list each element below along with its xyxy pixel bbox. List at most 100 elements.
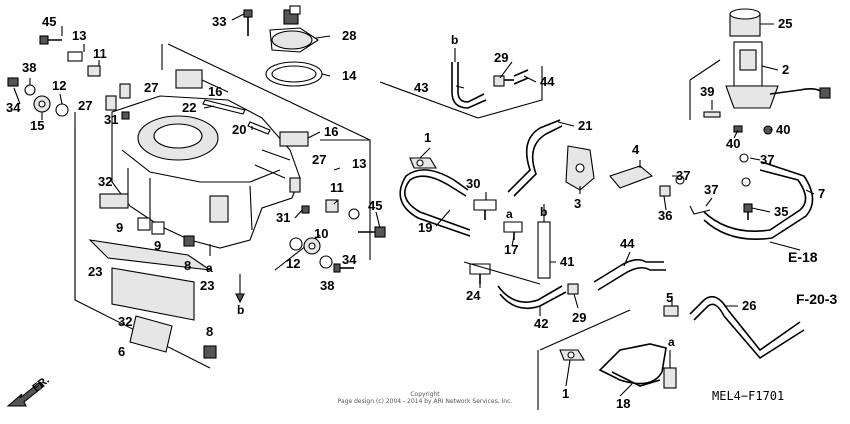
joint-5[interactable] bbox=[663, 305, 679, 317]
hose-44-top[interactable] bbox=[513, 69, 529, 85]
ref-f20-3[interactable]: F-20-3 bbox=[796, 291, 837, 307]
washer-38-left[interactable] bbox=[24, 84, 36, 96]
callout-27b: 27 bbox=[78, 98, 92, 113]
pad-8-lower[interactable] bbox=[203, 345, 217, 359]
callout-34b: 34 bbox=[342, 252, 357, 267]
callout-29b: 29 bbox=[572, 310, 586, 325]
callout-4: 4 bbox=[632, 142, 640, 157]
callout-9b: 9 bbox=[154, 238, 161, 253]
fuel-pump-2[interactable] bbox=[725, 41, 831, 109]
bolt-35[interactable] bbox=[743, 203, 753, 220]
nut-40a[interactable] bbox=[733, 125, 743, 133]
collar-13-left[interactable] bbox=[67, 51, 83, 62]
pad-22[interactable] bbox=[202, 99, 246, 115]
rubber-31a[interactable] bbox=[121, 111, 130, 120]
rubber-27b[interactable] bbox=[105, 95, 117, 111]
bolt-45-right[interactable] bbox=[358, 226, 386, 238]
oring-37b[interactable] bbox=[741, 177, 751, 187]
callout-1a: 1 bbox=[424, 130, 431, 145]
joint-17[interactable] bbox=[503, 221, 523, 240]
callout-22: 22 bbox=[182, 100, 196, 115]
callout-33: 33 bbox=[212, 14, 226, 29]
bolt-45-left[interactable] bbox=[39, 35, 62, 45]
hose-26[interactable] bbox=[689, 295, 801, 352]
pad-23-upper[interactable] bbox=[88, 239, 211, 271]
callout-45-left: 45 bbox=[42, 14, 56, 29]
nut-34-left[interactable] bbox=[7, 77, 19, 87]
callout-27a: 27 bbox=[144, 80, 158, 95]
callout-38-left: 38 bbox=[22, 60, 36, 75]
marker-a-lower: a bbox=[668, 335, 675, 349]
callout-31a: 31 bbox=[104, 112, 118, 127]
callout-14: 14 bbox=[342, 68, 357, 83]
damper-10[interactable] bbox=[303, 237, 321, 255]
hose-7[interactable] bbox=[703, 169, 807, 232]
collar-12-left[interactable] bbox=[55, 103, 69, 117]
callout-8b: 8 bbox=[206, 324, 213, 339]
pad-9a[interactable] bbox=[137, 217, 151, 231]
marker-b-pipe: b bbox=[540, 205, 547, 219]
gasket-14[interactable] bbox=[265, 61, 323, 87]
plate-4[interactable] bbox=[609, 165, 654, 189]
rubber-27a[interactable] bbox=[119, 83, 131, 99]
clip-1-lower[interactable] bbox=[559, 349, 585, 361]
callout-43: 43 bbox=[414, 80, 428, 95]
joint-30[interactable] bbox=[473, 199, 497, 220]
diagram-code: MEL4−F1701 bbox=[712, 389, 784, 403]
callout-31b: 31 bbox=[276, 210, 290, 225]
fuel-tank-group bbox=[7, 5, 386, 369]
pad-23-lower[interactable] bbox=[111, 267, 195, 321]
rubber-27c[interactable] bbox=[289, 177, 301, 193]
callout-34-left: 34 bbox=[6, 100, 21, 115]
hose-21[interactable] bbox=[507, 119, 561, 193]
hose-43[interactable] bbox=[451, 62, 487, 109]
marker-b-top: b bbox=[451, 33, 458, 47]
marker-a-tank: a bbox=[206, 261, 213, 275]
callout-12b: 12 bbox=[286, 256, 300, 271]
pad-32-lower[interactable] bbox=[129, 315, 173, 353]
pad-9b[interactable] bbox=[151, 221, 165, 235]
letter-markers: a b a b b a bbox=[206, 33, 675, 349]
callout-26: 26 bbox=[742, 298, 756, 313]
damper-15[interactable] bbox=[33, 95, 51, 113]
grommet-39[interactable] bbox=[703, 111, 721, 118]
bolt-33[interactable] bbox=[243, 9, 253, 36]
rubber-31b[interactable] bbox=[301, 205, 310, 214]
ref-e18[interactable]: E-18 bbox=[788, 249, 818, 265]
pipe-41[interactable] bbox=[537, 221, 551, 279]
clip-1-top[interactable] bbox=[409, 157, 437, 169]
callout-23b: 23 bbox=[200, 278, 214, 293]
pad-16-top[interactable] bbox=[175, 69, 203, 89]
hose-19[interactable] bbox=[404, 175, 471, 231]
callout-42: 42 bbox=[534, 316, 548, 331]
fuel-filter-25[interactable] bbox=[729, 8, 761, 37]
hose-44-lower[interactable] bbox=[593, 258, 664, 283]
callout-44b: 44 bbox=[620, 236, 635, 251]
callout-35: 35 bbox=[774, 204, 788, 219]
pad-8-upper[interactable] bbox=[183, 235, 195, 247]
collar-12-right[interactable] bbox=[289, 237, 303, 251]
fuel-cap[interactable] bbox=[269, 5, 319, 53]
hose-18[interactable] bbox=[598, 343, 667, 385]
washer-38-right[interactable] bbox=[319, 255, 333, 269]
pad-16-right[interactable] bbox=[279, 131, 309, 147]
callout-7: 7 bbox=[818, 186, 825, 201]
callout-32b: 32 bbox=[118, 314, 132, 329]
hose-42[interactable] bbox=[497, 285, 563, 303]
callout-11-left: 11 bbox=[93, 46, 107, 61]
bolt-34-right[interactable] bbox=[333, 263, 354, 273]
nut-36[interactable] bbox=[659, 185, 671, 197]
oring-37a[interactable] bbox=[739, 153, 749, 163]
pad-32-upper[interactable] bbox=[99, 193, 129, 209]
pad-20[interactable] bbox=[247, 121, 271, 135]
grommet-11-left[interactable] bbox=[87, 65, 101, 77]
callout-44a: 44 bbox=[540, 74, 555, 89]
joint-29-lower[interactable] bbox=[567, 283, 579, 295]
collar-13-right[interactable] bbox=[348, 208, 360, 220]
joint-29-top[interactable] bbox=[493, 75, 514, 87]
callout-11b: 11 bbox=[330, 180, 344, 195]
callout-19: 19 bbox=[418, 220, 432, 235]
callout-37c: 37 bbox=[760, 152, 774, 167]
callout-12-left: 12 bbox=[52, 78, 66, 93]
